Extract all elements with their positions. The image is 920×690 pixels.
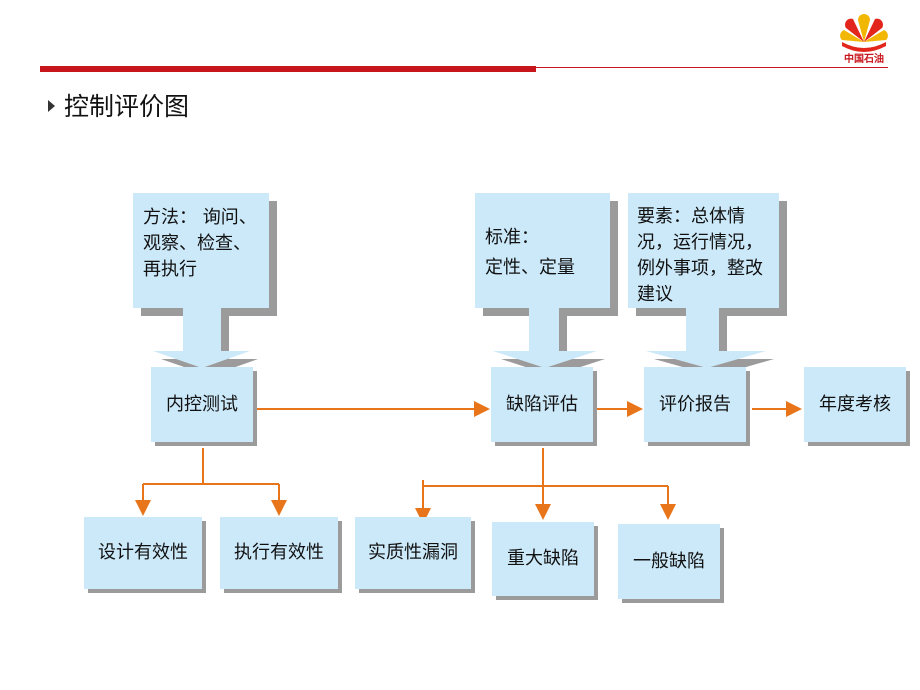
- tree-assess-branches: [415, 448, 676, 524]
- callout-elements-shape: [628, 193, 787, 376]
- tree-test-branches: [135, 448, 287, 516]
- node-general-defect: 一般缺陷: [618, 524, 720, 599]
- node-major-defect: 重大缺陷: [492, 522, 594, 596]
- node-execution-effectiveness: 执行有效性: [220, 517, 338, 589]
- node-annual-assessment: 年度考核: [804, 367, 906, 442]
- header-red-bar: [40, 66, 536, 72]
- callout-method-shape: [133, 193, 277, 376]
- node-internal-control-test: 内控测试: [151, 367, 253, 442]
- node-design-effectiveness: 设计有效性: [84, 517, 202, 589]
- callout-standard-value: 定性、定量: [485, 257, 575, 278]
- node-evaluation-report: 评价报告: [644, 367, 746, 442]
- callout-standard-shape: [475, 193, 618, 376]
- node-substantive-loophole: 实质性漏洞: [355, 517, 471, 589]
- node-defect-assessment: 缺陷评估: [491, 367, 593, 442]
- logo-text: 中国石油: [844, 54, 884, 65]
- callout-method-text: 方法： 询问、观察、检查、再执行: [143, 207, 257, 280]
- title-bullet-icon: [48, 100, 55, 112]
- page-title: 控制评价图: [64, 92, 190, 121]
- callout-elements-text: 要素：总体情况，运行情况，例外事项，整改建议: [637, 206, 763, 305]
- petrochina-logo-icon: [840, 14, 888, 52]
- callout-standard-label: 标准：: [485, 227, 539, 248]
- header-thin-line: [536, 67, 888, 68]
